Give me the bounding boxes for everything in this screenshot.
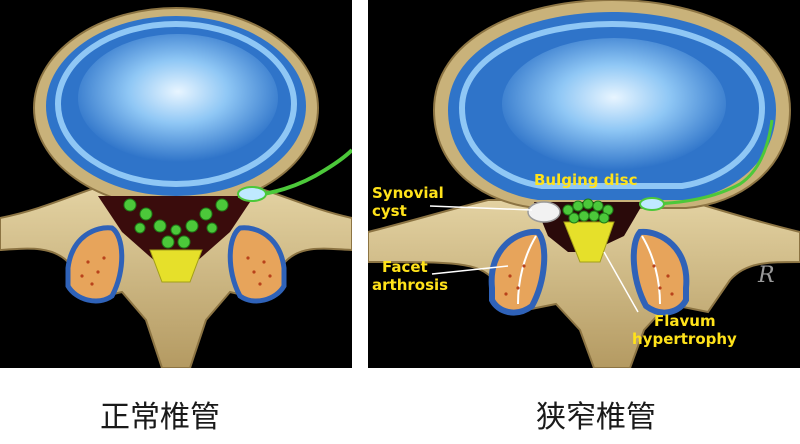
caption-normal-canal: 正常椎管 xyxy=(100,400,220,435)
label-facet-line2: arthrosis xyxy=(372,276,448,294)
facet-joint-left xyxy=(65,225,125,304)
normal-canal-illustration xyxy=(0,0,352,368)
cauda-equina xyxy=(123,198,229,249)
synovial-cyst xyxy=(527,201,561,223)
leader-flavum xyxy=(603,251,639,313)
facet-joint-left xyxy=(488,228,548,316)
label-facet-line1: Facet xyxy=(382,258,428,276)
label-flavum-line1: Flavum xyxy=(654,312,716,330)
label-synovial-line1: Synovial xyxy=(372,184,444,202)
stenotic-canal-svg: Bulging disc Synovial cyst Facet arthros… xyxy=(368,0,800,368)
hypertrophied-ligamentum-flavum xyxy=(563,221,615,263)
stenotic-canal-illustration: Bulging disc Synovial cyst Facet arthros… xyxy=(368,0,800,368)
compressed-cauda-equina xyxy=(562,198,614,224)
disc-nucleus xyxy=(78,34,278,162)
label-flavum-line2: hypertrophy xyxy=(632,330,737,348)
leader-synovial-cyst xyxy=(429,205,533,211)
ligamentum-flavum xyxy=(149,249,203,283)
normal-canal-svg xyxy=(0,7,352,368)
exiting-nerve-root xyxy=(643,119,774,206)
label-bulging-disc: Bulging disc xyxy=(534,171,637,189)
label-synovial-line2: cyst xyxy=(372,202,407,220)
facet-joint-right xyxy=(227,225,287,304)
facet-joint-right xyxy=(630,228,690,316)
leader-facet-arthrosis xyxy=(431,265,509,275)
disc-nucleus xyxy=(502,38,726,170)
watermark-logo: R xyxy=(757,263,775,288)
caption-stenotic-canal: 狭窄椎管 xyxy=(536,400,656,435)
